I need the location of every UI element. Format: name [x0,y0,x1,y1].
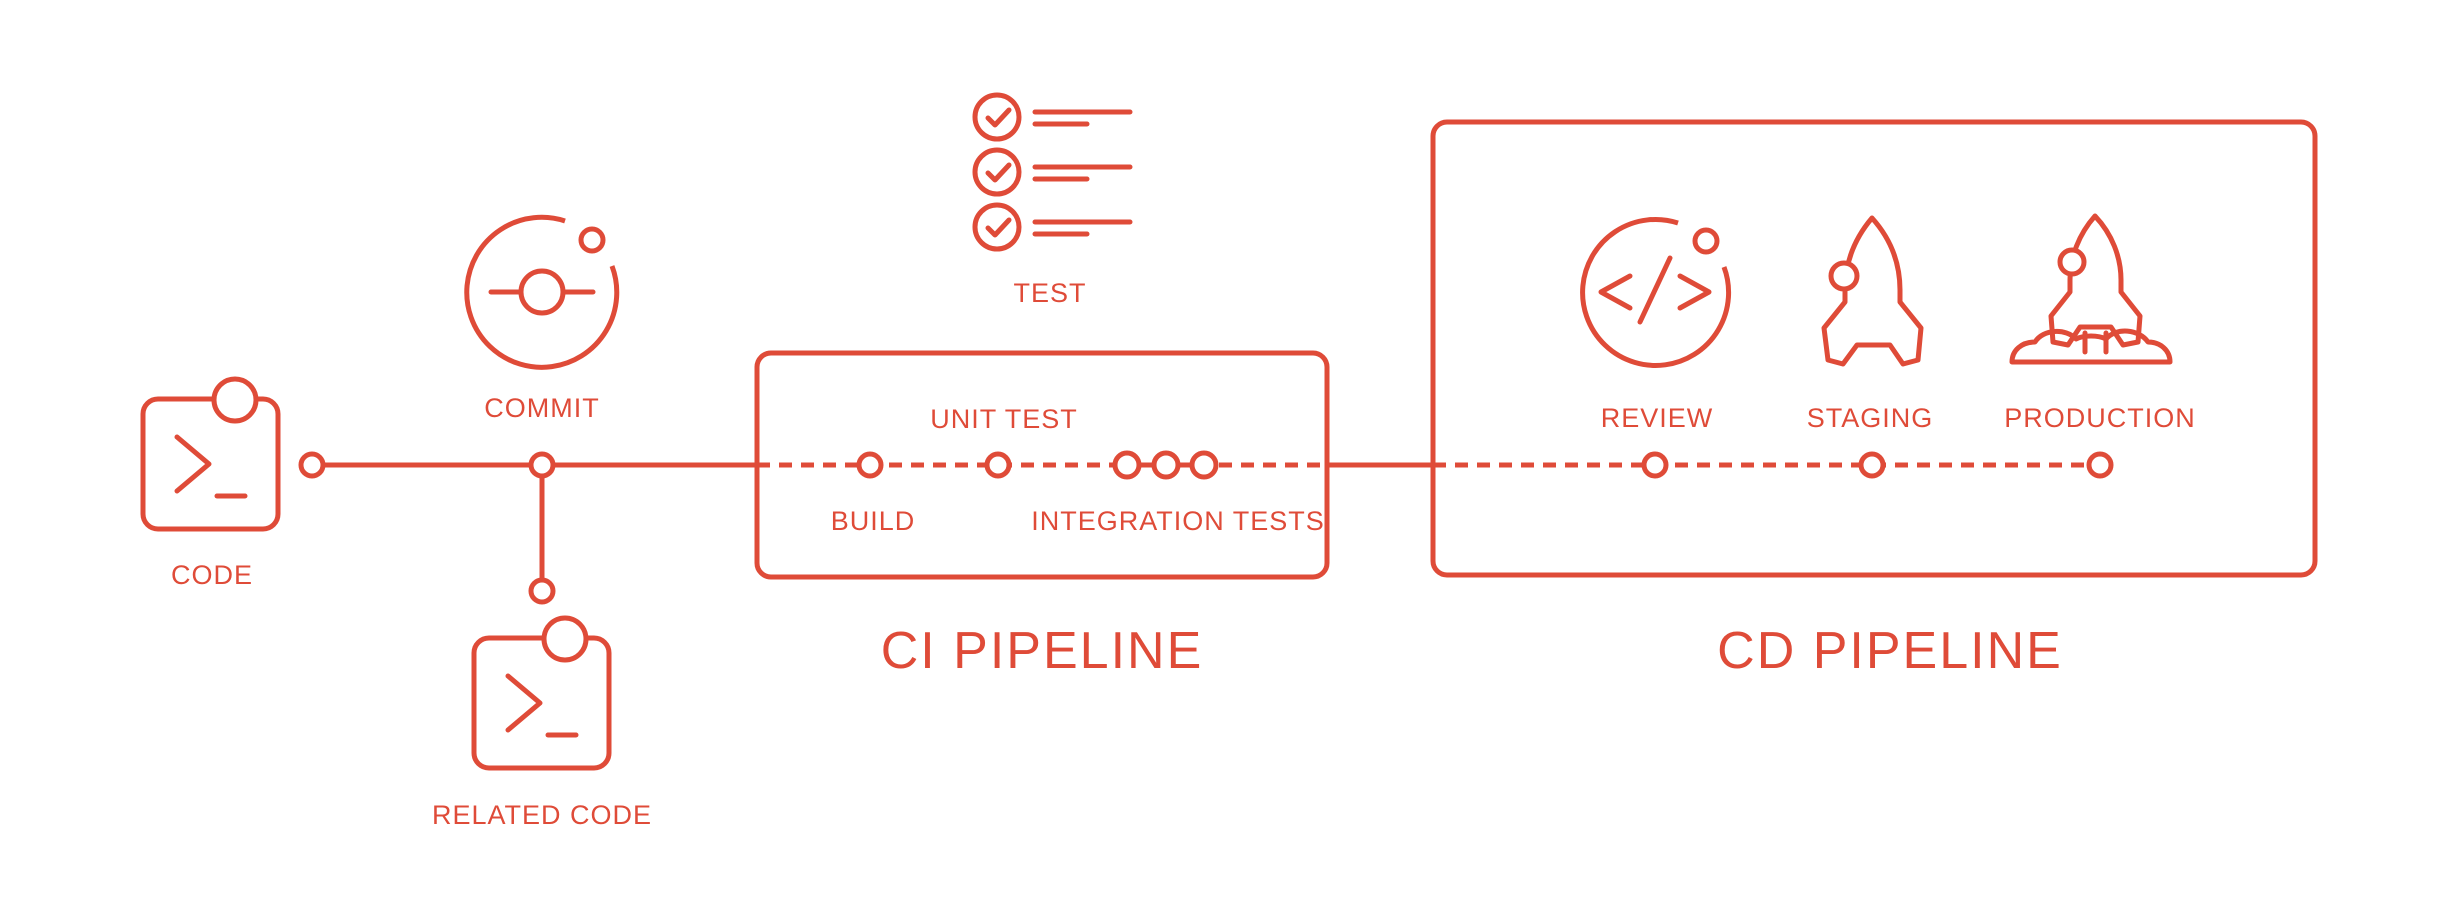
prompt-chevron [505,673,543,733]
review-stage: REVIEW [1580,216,1732,433]
unit-test-node [984,451,1012,479]
smoke-cloud [2009,328,2173,365]
check-circle [972,92,1022,142]
branch-node [528,577,556,605]
checklist-icon [972,92,1133,252]
rocket-launch-icon [2009,213,2173,365]
integration-node-3 [1189,450,1219,480]
staging-label: STAGING [1807,403,1934,433]
terminal-icon [140,376,281,532]
production-stage: PRODUCTION [2004,213,2196,433]
slash-glyph [1637,255,1673,325]
review-node [1641,451,1669,479]
code-label: CODE [171,560,253,590]
staging-node [1858,451,1886,479]
build-node [856,451,884,479]
orbit-arc [464,214,620,370]
production-label: PRODUCTION [2004,403,2196,433]
rocket-body [1821,215,1924,367]
close-angle-glyph [1677,273,1712,311]
commit-node [528,451,556,479]
check-mark [985,162,1012,183]
related-code-label: RELATED CODE [432,800,652,830]
code-stage: CODE [140,376,281,590]
prompt-chevron [174,434,212,494]
integration-node-1 [1112,450,1142,480]
porthole-circle [1828,260,1860,292]
test-stage: TEST [972,92,1133,308]
review-label: REVIEW [1601,403,1714,433]
staging-stage: STAGING [1807,215,1934,433]
terminal-icon [471,615,612,771]
git-commit-orbit-icon [464,214,620,370]
cd-pipeline-title: CD PIPELINE [1717,622,2063,680]
cd-pipeline-box [1430,119,2318,578]
rocket-icon [1821,215,1924,367]
commit-stage: COMMIT [464,214,620,423]
build-label: BUILD [831,506,916,536]
badge-circle [541,615,589,663]
integration-tests-label: INTEGRATION TESTS [1031,506,1325,536]
porthole-circle [2057,247,2087,277]
check-circle [972,147,1022,197]
orbit-satellite [1692,227,1720,255]
check-mark [985,217,1012,238]
badge-circle [211,376,259,424]
code-review-icon [1580,216,1732,368]
check-circle [972,202,1022,252]
pipeline-nodes [298,450,2114,605]
test-label: TEST [1013,278,1086,308]
unit-test-label: UNIT TEST [930,404,1078,434]
orbit-satellite [578,226,606,254]
orbit-arc [1580,216,1732,368]
commit-dot [518,268,566,316]
integration-node-2 [1151,450,1181,480]
production-node [2086,451,2114,479]
rocket-body [2048,213,2143,348]
check-mark [985,107,1012,128]
open-angle-glyph [1598,273,1633,311]
start-node [298,451,326,479]
related-code-stage: RELATED CODE [432,615,652,830]
ci-pipeline-title: CI PIPELINE [881,622,1204,680]
commit-label: COMMIT [484,393,599,423]
